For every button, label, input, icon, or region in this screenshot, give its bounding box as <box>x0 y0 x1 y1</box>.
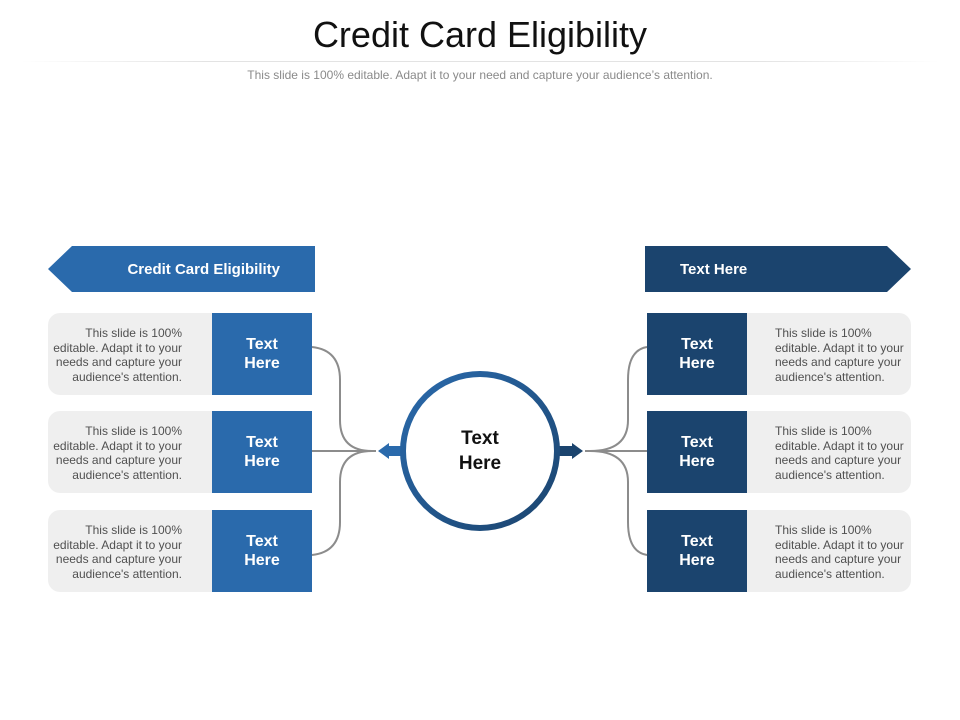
right-card-1-description: This slide is 100% editable. Adapt it to… <box>775 326 904 384</box>
left-header-label: Credit Card Eligibility <box>127 260 280 278</box>
right-card-2-tile-line2: Here <box>679 453 715 470</box>
left-card-2: This slide is 100% editable. Adapt it to… <box>48 411 312 493</box>
right-card-1-tile-line2: Here <box>679 355 715 372</box>
center-ring <box>400 371 560 531</box>
title-divider <box>20 61 940 62</box>
right-connector-bottom <box>589 450 648 556</box>
left-header-arrow: Credit Card Eligibility <box>48 246 315 292</box>
right-header-arrow: Text Here <box>645 246 911 292</box>
right-header-label: Text Here <box>680 260 748 278</box>
left-card-3-tile-line1: Text <box>246 533 278 550</box>
slide-subtitle: This slide is 100% editable. Adapt it to… <box>247 68 713 82</box>
right-card-3-description: This slide is 100% editable. Adapt it to… <box>775 523 904 581</box>
left-card-3-tile-line2: Here <box>244 552 280 569</box>
left-card-2-tile-line2: Here <box>244 453 280 470</box>
right-card-2-description: This slide is 100% editable. Adapt it to… <box>775 424 904 482</box>
right-connector-top <box>589 346 648 452</box>
left-card-2-tile-line1: Text <box>246 434 278 451</box>
left-connector-top <box>311 346 373 452</box>
left-card-1: This slide is 100% editable. Adapt it to… <box>48 313 312 395</box>
right-card-2-tile-line1: Text <box>681 434 713 451</box>
left-connector-bottom <box>311 450 373 556</box>
left-card-1-description: This slide is 100% editable. Adapt it to… <box>53 326 182 384</box>
right-card-1-tile-line1: Text <box>681 336 713 353</box>
right-card-3-tile-line2: Here <box>679 552 715 569</box>
right-arrow-head <box>557 443 583 459</box>
right-card-3-tile-line1: Text <box>681 533 713 550</box>
slide-title: Credit Card Eligibility <box>312 14 648 55</box>
center-label-line1: Text <box>461 428 499 449</box>
center-label-line2: Here <box>458 453 502 474</box>
left-card-1-tile-line1: Text <box>246 336 278 353</box>
left-card-2-description: This slide is 100% editable. Adapt it to… <box>53 424 182 482</box>
left-arrow-head <box>378 443 403 459</box>
left-card-3: This slide is 100% editable. Adapt it to… <box>48 510 312 592</box>
left-card-1-tile-line2: Here <box>244 355 280 372</box>
left-card-3-description: This slide is 100% editable. Adapt it to… <box>53 523 182 581</box>
center-label: Text Here <box>430 426 530 476</box>
